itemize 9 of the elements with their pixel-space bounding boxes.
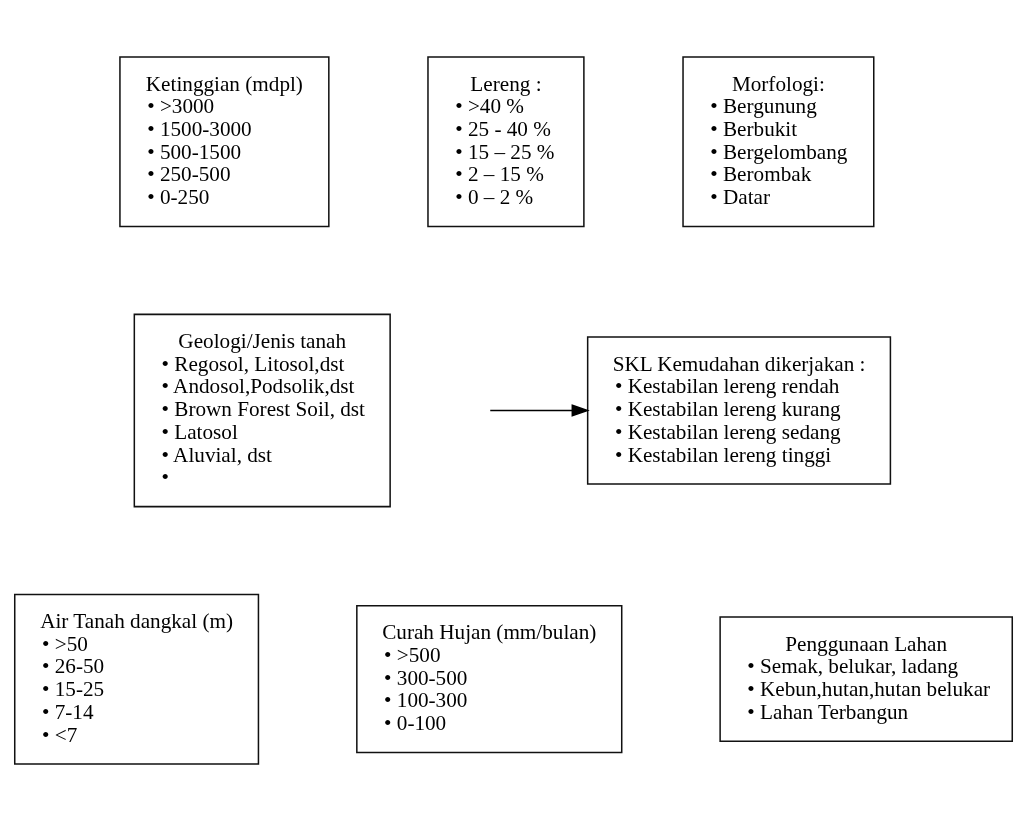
node-box: SKL Kemudahan dikerjakan : • Kestabilan lereng rendah • Kestabilan lereng kurang • Kestabilan lereng sedang • Kestabilan lereng tinggi (586, 336, 892, 485)
node-box: Ketinggian (mdpl) • >3000 • 1500-3000 • 500-1500 • 250-500 • 0-250 (119, 56, 330, 228)
node-box: Penggunaan Lahan • Semak, belukar, ladang • Kebun,hutan,hutan belukar • Lahan Terbangun (719, 616, 1013, 742)
node-box: Morfologi: • Bergunung • Berbukit • Bergelombang • Berombak • Datar (682, 56, 875, 228)
node-box: Lereng : • >40 % • 25 - 40 % • 15 – 25 % • 2 – 15 % • 0 – 2 % (427, 56, 585, 228)
arrow (489, 404, 590, 417)
node-box: Air Tanah dangkal (m) • >50 • 26-50 • 15-25 • 7-14 • <7 (14, 593, 260, 765)
node-box: Curah Hujan (mm/bulan) • >500 • 300-500 • 100-300 • 0-100 (356, 605, 623, 754)
node-box: Geologi/Jenis tanah • Regosol, Litosol,dst • Andosol,Podsolik,dst • Brown Forest Soil, dst • Latosol • Aluvial, dst • (133, 313, 391, 508)
